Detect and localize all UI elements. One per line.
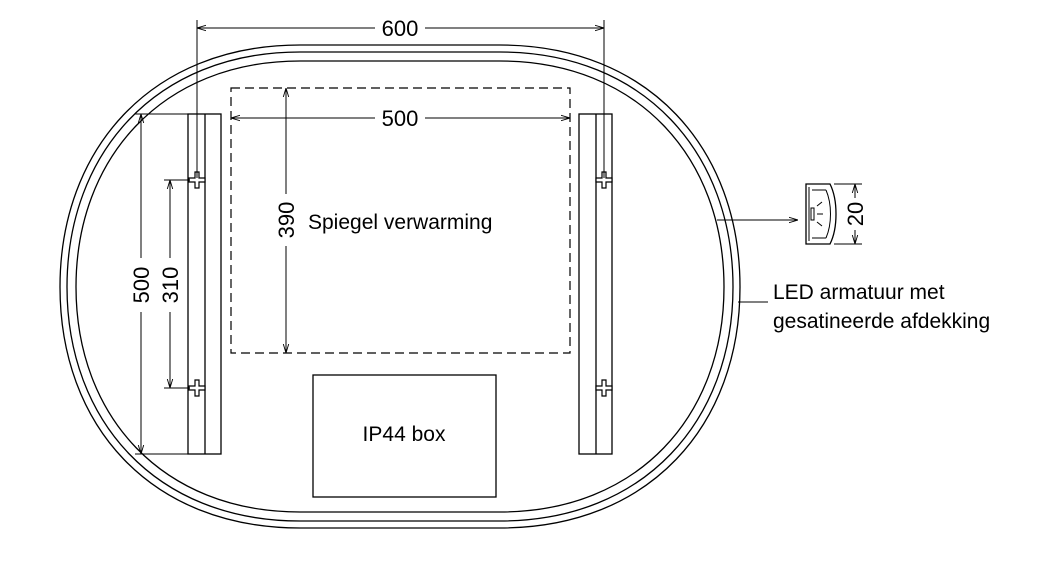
led-profile-detail: 20 — [805, 183, 868, 245]
mirror-outline-inner — [75, 60, 725, 513]
dimension-310: 310 — [158, 179, 190, 389]
screw-icon — [188, 379, 206, 397]
dimension-390: 390 — [274, 88, 299, 353]
led-label-line1: LED armatuur met — [773, 281, 945, 304]
dimension-600: 600 — [196, 16, 605, 178]
dimension-310-label: 310 — [158, 267, 183, 304]
dimension-600-label: 600 — [382, 16, 419, 41]
dimension-500-vertical: 500 — [129, 113, 192, 455]
dimension-20-label: 20 — [843, 202, 868, 226]
left-mounting-strip — [187, 113, 222, 455]
ip44-box — [312, 374, 497, 498]
heater-label: Spiegel verwarming — [308, 211, 492, 234]
mirror-outline-middle — [66, 51, 734, 522]
right-mounting-strip — [578, 113, 613, 455]
dimension-500-horizontal: 500 — [231, 106, 570, 131]
dimension-500-vertical-label: 500 — [129, 267, 154, 304]
mirror-heater-area — [230, 87, 571, 354]
screw-icon — [595, 379, 613, 397]
led-label-line2: gesatineerde afdekking — [773, 310, 990, 333]
ip44-box-label: IP44 box — [363, 423, 446, 446]
dimension-500-horizontal-label: 500 — [382, 106, 419, 131]
mirror-outline-outer — [59, 44, 741, 529]
dimension-390-label: 390 — [274, 202, 299, 239]
